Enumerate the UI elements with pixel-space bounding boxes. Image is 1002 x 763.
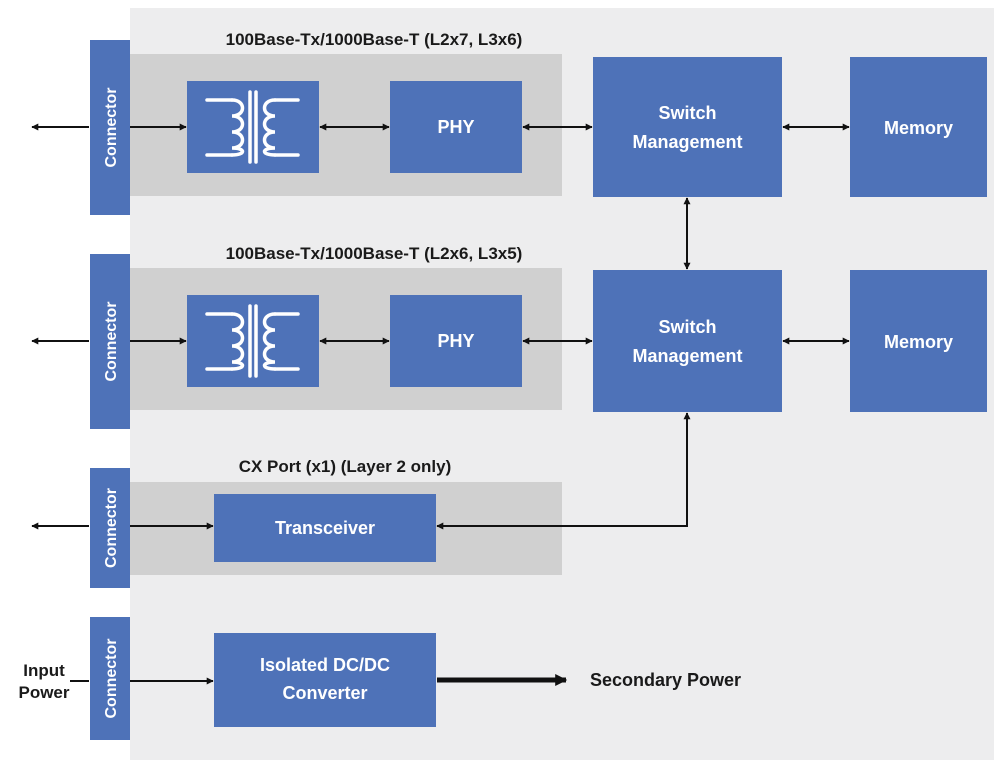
connector-2: Connector bbox=[90, 254, 130, 429]
switch-label-line1: Switch bbox=[658, 317, 716, 337]
group-title-cx-port: CX Port (x1) (Layer 2 only) bbox=[239, 457, 452, 476]
phy-block-1: PHY bbox=[390, 81, 522, 173]
switch-label-line2: Management bbox=[632, 346, 742, 366]
dcdc-label-line1: Isolated DC/DC bbox=[260, 655, 390, 675]
memory-label: Memory bbox=[884, 332, 953, 352]
connector-label: Connector bbox=[103, 88, 120, 168]
phy-block-2: PHY bbox=[390, 295, 522, 387]
connector-label: Connector bbox=[103, 302, 120, 382]
dcdc-label-line2: Converter bbox=[282, 683, 367, 703]
connector-label: Connector bbox=[103, 639, 120, 719]
phy-label: PHY bbox=[437, 117, 474, 137]
memory-block-2: Memory bbox=[850, 270, 987, 412]
phy-label: PHY bbox=[437, 331, 474, 351]
input-power-label-line1: Input bbox=[23, 661, 65, 680]
transformer-icon bbox=[187, 295, 319, 387]
transceiver-label: Transceiver bbox=[275, 518, 375, 538]
arrow-transceiver-switch bbox=[436, 412, 691, 530]
switch-label-line1: Switch bbox=[658, 103, 716, 123]
secondary-power-label: Secondary Power bbox=[590, 670, 741, 690]
switch-management-1: Switch Management bbox=[593, 57, 782, 197]
connector-label: Connector bbox=[103, 488, 120, 568]
transceiver-block: Transceiver bbox=[214, 494, 436, 562]
switch-management-2: Switch Management bbox=[593, 270, 782, 412]
group-title-gigabit-bottom: 100Base-Tx/1000Base-T (L2x6, L3x5) bbox=[226, 244, 523, 263]
connector-4: Connector bbox=[90, 617, 130, 740]
dcdc-converter-block: Isolated DC/DC Converter bbox=[214, 633, 436, 727]
memory-block-1: Memory bbox=[850, 57, 987, 197]
input-power-label-line2: Power bbox=[18, 683, 69, 702]
switch-label-line2: Management bbox=[632, 132, 742, 152]
transformer-icon bbox=[187, 81, 319, 173]
connection-lines bbox=[31, 123, 850, 685]
connector-3: Connector bbox=[90, 468, 130, 588]
group-title-gigabit-top: 100Base-Tx/1000Base-T (L2x7, L3x6) bbox=[226, 30, 523, 49]
connector-1: Connector bbox=[90, 40, 130, 215]
memory-label: Memory bbox=[884, 118, 953, 138]
